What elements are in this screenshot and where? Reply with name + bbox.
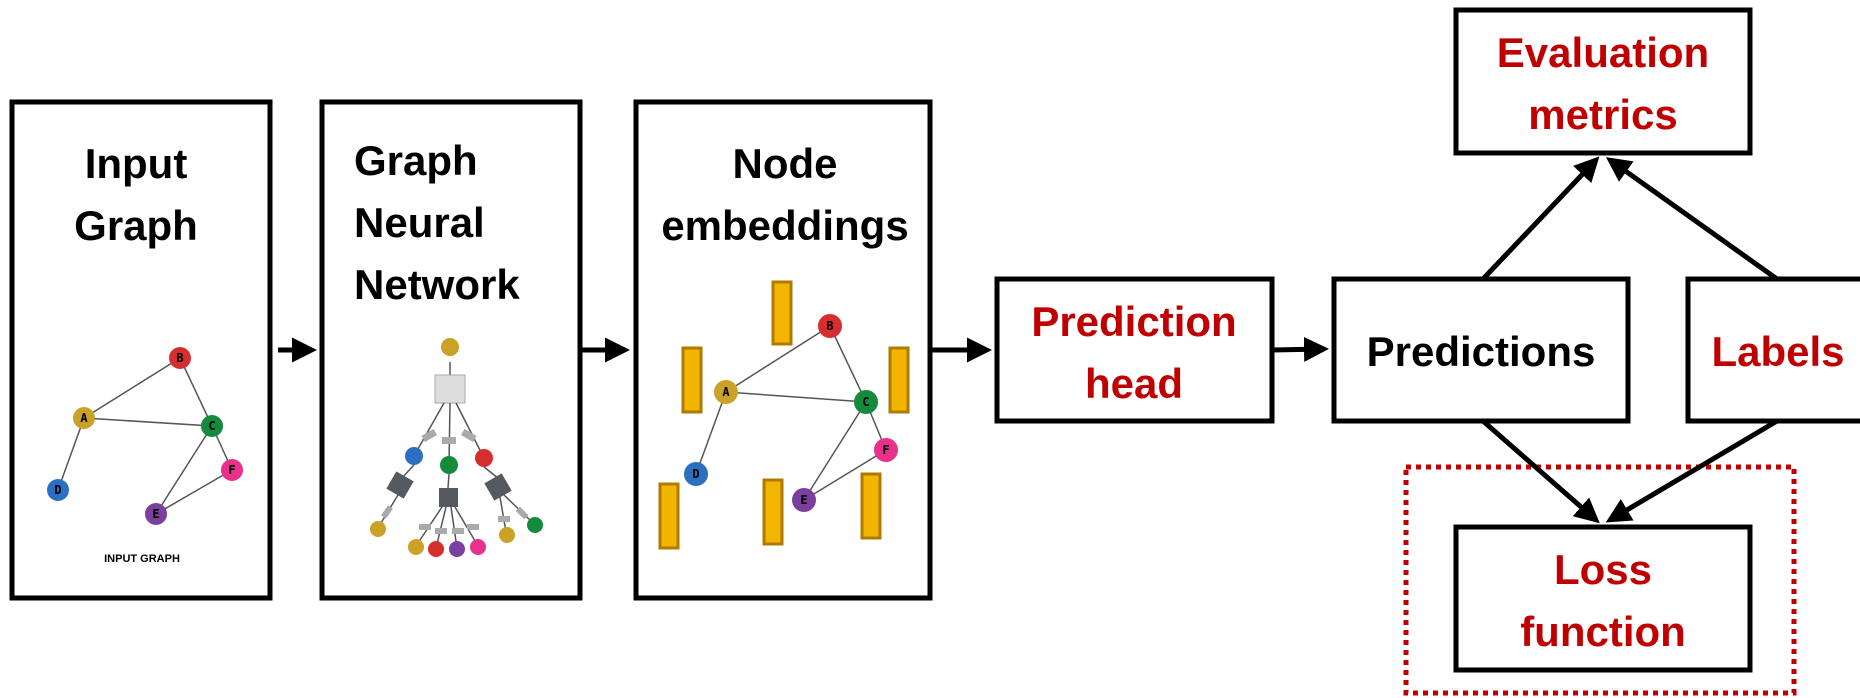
evaluation-metrics-title-line2: metrics [1528,91,1677,138]
input-graph-title-line2: Graph [74,202,198,249]
svg-text:E: E [800,493,807,507]
loss-function-title-line2: function [1520,608,1686,655]
arrow-head-to-predictions [1271,336,1329,362]
gnn-box: Graph Neural Network [319,99,583,601]
graph-node-a: A [73,407,95,429]
embedded-node-f: F [874,438,898,462]
svg-text:A: A [80,411,88,425]
svg-text:A: A [722,385,730,399]
loss-highlight-dashed-border [1403,464,1797,696]
loss-function-title-line1: Loss [1554,546,1652,593]
embedding-vector-f [860,472,882,540]
evaluation-metrics-title-line1: Evaluation [1497,29,1709,76]
svg-text:C: C [208,419,215,433]
svg-text:C: C [862,395,869,409]
embedded-node-e: E [792,488,816,512]
prediction-head-title-line2: head [1085,360,1183,407]
embedded-node-c: C [854,390,878,414]
svg-text:B: B [176,351,183,365]
embedded-graph-illustration: A B C D E F [658,280,910,550]
prediction-head-box: Prediction head [994,276,1275,424]
loss-function-box: Loss function [1453,524,1753,673]
gnn-title-line1: Graph [354,137,478,184]
labels-title: Labels [1711,328,1844,375]
predictions-title: Predictions [1367,328,1596,375]
gnn-title-line3: Network [354,261,520,308]
node-embeddings-title-line1: Node [733,140,838,187]
arrow-labels-to-loss [1605,418,1779,523]
gnn-computation-tree [370,338,543,557]
arrow-predictions-to-loss [1481,419,1600,524]
evaluation-metrics-box: Evaluation metrics [1453,7,1753,156]
graph-node-c: C [201,415,223,437]
prediction-head-title-line1: Prediction [1031,298,1236,345]
graph-node-b: B [169,347,191,369]
node-embeddings-box: Node embeddings A B C D E F [633,99,933,601]
embedded-node-d: D [684,462,708,486]
input-graph-caption: INPUT GRAPH [104,553,180,565]
embedding-vector-b [771,280,793,346]
arrow-labels-to-metrics [1605,157,1779,282]
svg-text:D: D [54,483,61,497]
labels-box: Labels [1685,276,1860,424]
embedded-node-a: A [714,380,738,404]
embedding-vector-c [888,346,910,414]
svg-text:E: E [152,507,159,521]
graph-node-e: E [145,503,167,525]
arrow-predictions-to-metrics [1481,156,1600,281]
embedding-vector-d [658,482,680,550]
svg-text:D: D [692,467,699,481]
input-graph-box: Input Graph A B C D E F INPUT GRAPH [9,99,273,601]
svg-text:F: F [882,443,889,457]
input-graph-illustration: A B C D E F [47,347,243,525]
gnn-title-line2: Neural [354,199,485,246]
embedding-vector-e [762,478,784,546]
node-embeddings-title-line2: embeddings [661,202,908,249]
embedding-vector-a [681,346,703,414]
embedded-node-b: B [818,314,842,338]
input-graph-title-line1: Input [85,140,188,187]
graph-node-d: D [47,479,69,501]
svg-text:F: F [228,463,235,477]
graph-node-f: F [221,459,243,481]
svg-text:B: B [826,319,833,333]
predictions-box: Predictions [1331,276,1631,424]
